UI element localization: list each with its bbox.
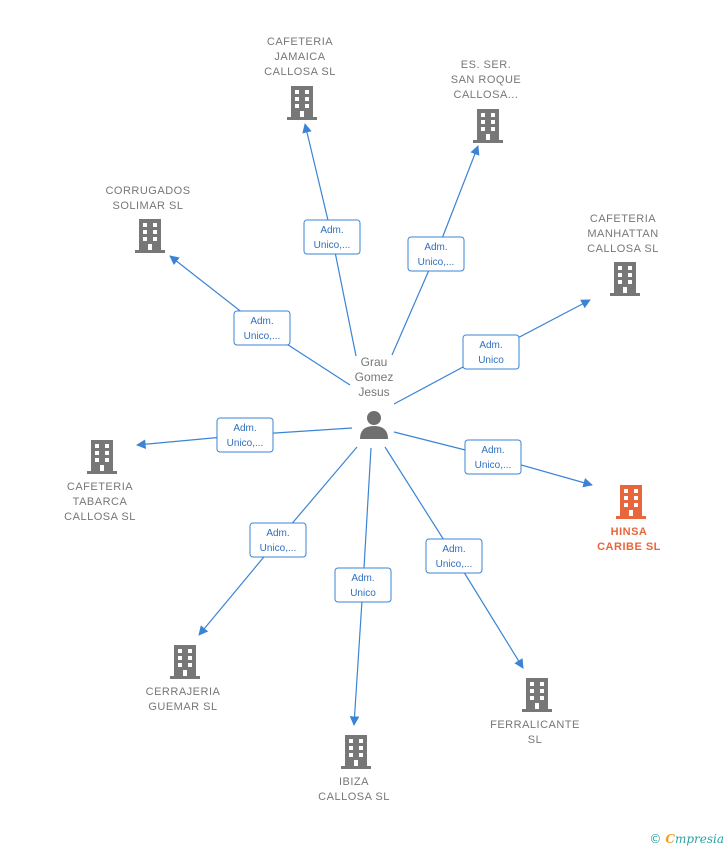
person-name: Grau	[361, 355, 388, 369]
edge-label-text: Unico,...	[418, 257, 455, 268]
edge-label-text: Adm.	[351, 573, 374, 584]
edge-label-hinsa-caribe[interactable]: Adm. Unico,...	[464, 439, 522, 475]
building-icon	[610, 262, 640, 296]
company-node-corrugados-solimar[interactable]: CORRUGADOS SOLIMAR SL	[105, 185, 190, 253]
edge-label-cafeteria-tabarca[interactable]: Adm. Unico,...	[216, 417, 274, 453]
edge-label-box[interactable]	[407, 236, 465, 272]
company-name: GUEMAR SL	[148, 701, 217, 713]
edge-label-text: Unico,...	[227, 438, 264, 449]
company-name: MANHATTAN	[587, 228, 658, 240]
company-node-es-ser-san-roque[interactable]: ES. SER. SAN ROQUE CALLOSA...	[451, 59, 522, 143]
building-icon	[341, 735, 371, 769]
company-name: CALLOSA SL	[318, 791, 390, 803]
building-icon	[287, 86, 317, 120]
edge-label-cerrajeria-guemar[interactable]: Adm. Unico,...	[249, 522, 307, 558]
edge-label-text: Adm.	[233, 423, 256, 434]
company-name: CAFETERIA	[590, 213, 656, 225]
edge-label-text: Unico,...	[436, 559, 473, 570]
building-icon	[170, 645, 200, 679]
company-node-cafeteria-tabarca[interactable]: CAFETERIA TABARCA CALLOSA SL	[64, 440, 136, 523]
edge-label-text: Adm.	[481, 445, 504, 456]
edge-label-text: Unico	[350, 588, 376, 599]
company-name: SOLIMAR SL	[112, 200, 183, 212]
edge-label-ibiza-callosa[interactable]: Adm. Unico	[334, 567, 392, 603]
company-node-hinsa-caribe[interactable]: HINSA CARIBE SL	[597, 485, 661, 553]
company-name: CARIBE SL	[597, 541, 661, 553]
edge-labels-layer: Adm.Unico,...Adm.Unico,...Adm.Unico,...A…	[216, 219, 522, 603]
edge-label-text: Adm.	[320, 225, 343, 236]
company-name: CALLOSA SL	[264, 66, 336, 78]
edge-label-text: Adm.	[424, 242, 447, 253]
edge-label-corrugados-solimar[interactable]: Adm. Unico,...	[233, 310, 291, 346]
building-icon	[522, 678, 552, 712]
edge-label-text: Unico,...	[260, 543, 297, 554]
edge-label-es-ser-san-roque[interactable]: Adm. Unico,...	[407, 236, 465, 272]
edge-label-cafeteria-jamaica[interactable]: Adm. Unico,...	[303, 219, 361, 255]
company-name: SL	[528, 734, 542, 746]
company-name: ES. SER.	[461, 59, 511, 71]
edge-label-text: Unico	[478, 355, 504, 366]
company-name: HINSA	[611, 526, 648, 538]
company-node-cerrajeria-guemar[interactable]: CERRAJERIA GUEMAR SL	[146, 645, 221, 713]
edges-layer	[136, 123, 593, 726]
footer-brand: ©Cmpresia	[649, 832, 724, 846]
company-name: JAMAICA	[274, 51, 325, 63]
company-name: CALLOSA SL	[587, 243, 659, 255]
edge-label-text: Adm.	[250, 316, 273, 327]
company-name: TABARCA	[73, 496, 128, 508]
company-name: CERRAJERIA	[146, 686, 221, 698]
company-node-ibiza-callosa[interactable]: IBIZA CALLOSA SL	[318, 735, 390, 803]
building-icon	[135, 219, 165, 253]
company-name: SAN ROQUE	[451, 74, 522, 86]
company-node-cafeteria-jamaica[interactable]: CAFETERIA JAMAICA CALLOSA SL	[264, 36, 336, 120]
edge-label-text: Unico,...	[244, 331, 281, 342]
copyright-symbol: ©	[649, 832, 662, 846]
edge-label-text: Adm.	[479, 340, 502, 351]
person-name: Gomez	[355, 370, 394, 384]
edge-label-box[interactable]	[303, 219, 361, 255]
edge-label-text: Adm.	[266, 528, 289, 539]
building-icon	[473, 109, 503, 143]
company-name: CAFETERIA	[267, 36, 333, 48]
company-node-cafeteria-manhattan[interactable]: CAFETERIA MANHATTAN CALLOSA SL	[587, 213, 659, 296]
edge-label-text: Adm.	[442, 544, 465, 555]
edge-label-box[interactable]	[233, 310, 291, 346]
edge-label-text: Unico,...	[475, 460, 512, 471]
company-name: CAFETERIA	[67, 481, 133, 493]
company-name: IBIZA	[339, 776, 369, 788]
edge-label-box[interactable]	[462, 334, 520, 370]
edge-label-text: Unico,...	[314, 240, 351, 251]
company-node-ferralicante[interactable]: FERRALICANTE SL	[490, 678, 580, 746]
edge-label-ferralicante[interactable]: Adm. Unico,...	[425, 538, 483, 574]
brand-name: mpresia	[674, 832, 724, 846]
edge-label-box[interactable]	[216, 417, 274, 453]
person-name: Jesus	[358, 385, 389, 399]
company-name: CALLOSA...	[454, 89, 519, 101]
company-name: CORRUGADOS	[105, 185, 190, 197]
edge-label-box[interactable]	[464, 439, 522, 475]
edge-label-box[interactable]	[425, 538, 483, 574]
person-icon	[360, 411, 388, 439]
brand-initial: C	[665, 832, 675, 846]
company-name: CALLOSA SL	[64, 511, 136, 523]
building-icon	[616, 485, 646, 519]
building-icon	[87, 440, 117, 474]
edge-label-box[interactable]	[249, 522, 307, 558]
company-name: FERRALICANTE	[490, 719, 580, 731]
edge-label-box[interactable]	[334, 567, 392, 603]
edge-label-cafeteria-manhattan[interactable]: Adm. Unico	[462, 334, 520, 370]
